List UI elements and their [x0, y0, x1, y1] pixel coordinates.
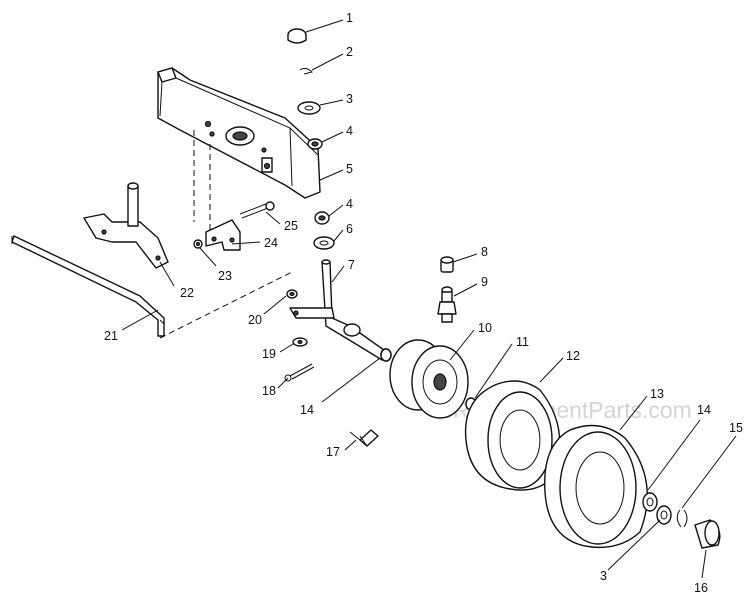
part-21-drag-link [11, 235, 165, 337]
callout-8: 8 [481, 245, 488, 259]
part-17-bolt [349, 429, 379, 447]
part-1-cap [287, 28, 307, 44]
callout-11: 11 [516, 335, 529, 349]
callout-21: 21 [104, 329, 118, 343]
callout-2: 2 [346, 45, 353, 59]
callout-16: 16 [694, 581, 708, 595]
part-25-bolt [239, 201, 275, 219]
callout-4: 4 [346, 197, 353, 211]
part-12-tire [464, 380, 561, 491]
callout-5: 5 [346, 162, 353, 176]
callout-20: 20 [248, 313, 262, 327]
part-18-cotter-pin [284, 363, 315, 382]
callout-14: 14 [300, 403, 314, 417]
part-23-nut [193, 239, 203, 249]
callout-7: 7 [348, 258, 355, 272]
part-4-bushing-top [307, 138, 323, 150]
callout-14: 14 [697, 403, 711, 417]
part-16-hub-cap [694, 519, 721, 549]
part-6-washer [313, 236, 335, 250]
part-3-washer-top [297, 101, 321, 115]
callout-9: 9 [481, 275, 488, 289]
part-14-washer-left [380, 348, 392, 362]
part-15-clip [676, 509, 688, 528]
part-20-nut [286, 289, 298, 299]
callout-15: 15 [729, 421, 743, 435]
callout-numbers: 1 2 3 4 5 4 6 7 8 9 10 11 12 13 14 15 16… [104, 11, 743, 595]
callout-18: 18 [262, 384, 276, 398]
callout-3: 3 [346, 92, 353, 106]
part-13-tire [544, 424, 648, 549]
part-5-front-axle [157, 67, 321, 199]
callout-25: 25 [284, 219, 298, 233]
callout-22: 22 [180, 286, 194, 300]
callout-19: 19 [262, 347, 276, 361]
part-22-steering-bracket [83, 182, 169, 269]
callout-4: 4 [346, 124, 353, 138]
leader-lines [121, 19, 737, 579]
part-9-grease-fitting [437, 286, 457, 323]
part-19-washer [292, 337, 308, 347]
callout-23: 23 [218, 269, 232, 283]
callout-13: 13 [650, 387, 664, 401]
callout-17: 17 [326, 445, 340, 459]
callout-3: 3 [600, 569, 607, 583]
part-10-wheel-rim [389, 339, 469, 419]
part-24-mounting-bracket [205, 219, 241, 251]
part-14-washer-right [642, 492, 658, 512]
callout-6: 6 [346, 222, 353, 236]
part-4-bushing-bottom [314, 211, 330, 225]
part-7-spindle [289, 259, 392, 362]
part-8-grease-cap [440, 256, 454, 273]
part-3-washer-right [656, 505, 672, 525]
callout-1: 1 [346, 11, 353, 25]
callout-24: 24 [264, 236, 278, 250]
callout-10: 10 [478, 321, 492, 335]
part-2-pin [299, 67, 313, 75]
callout-12: 12 [566, 349, 580, 363]
alignment-lines [159, 130, 293, 339]
